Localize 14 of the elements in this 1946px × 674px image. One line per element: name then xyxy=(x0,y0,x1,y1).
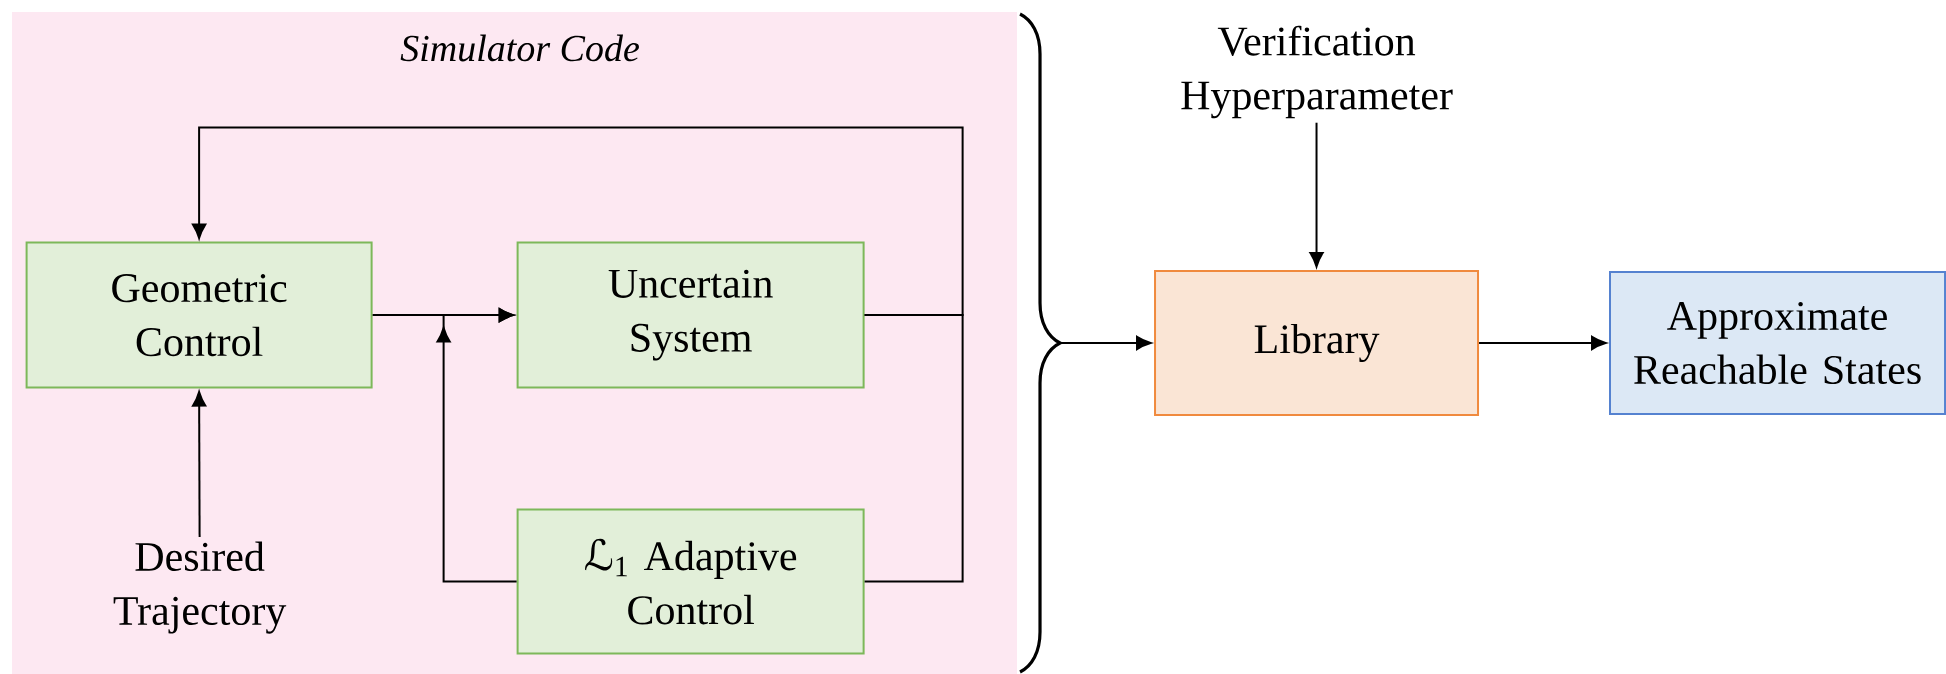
output-box: Approximate Reachable States xyxy=(1609,271,1946,415)
arrow xyxy=(1478,335,1607,351)
input-label: Verification Hyperparameter xyxy=(1181,25,1453,119)
curly-brace xyxy=(1019,12,1062,674)
arrow xyxy=(1309,121,1324,268)
arrow xyxy=(1059,335,1152,351)
input-label: Desired Trajectory xyxy=(113,541,287,634)
process-box: Geometric Control xyxy=(25,241,373,389)
process-box: ℒ$_{1}$ Adaptive Control xyxy=(516,508,865,655)
library-box: Library xyxy=(1154,270,1480,416)
process-box: Uncertain System xyxy=(516,241,865,389)
arrow xyxy=(192,391,207,539)
arrow xyxy=(436,308,518,583)
arrow xyxy=(192,126,964,317)
